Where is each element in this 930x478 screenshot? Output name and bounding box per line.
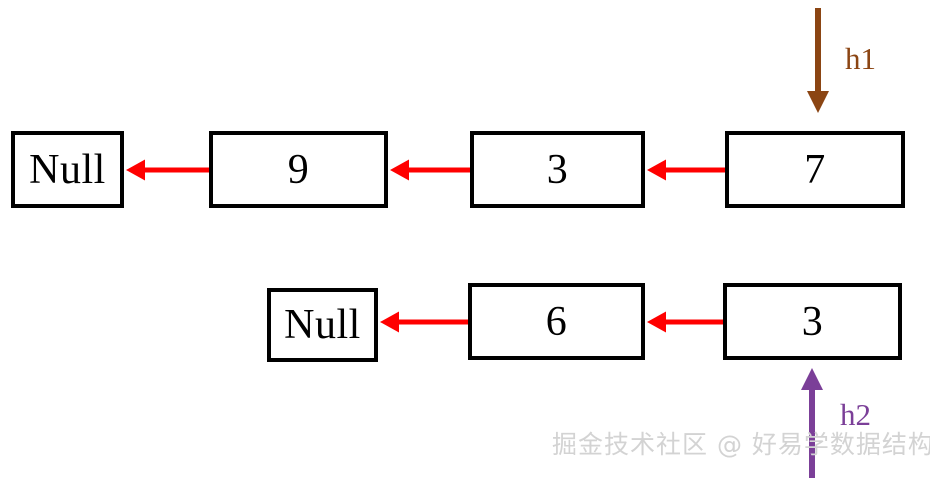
list-node-value: 3 [546, 146, 569, 193]
null-node-box: Null [11, 131, 124, 208]
null-node-label: Null [29, 146, 106, 193]
list-node-box: 7 [725, 131, 905, 208]
pointer-label-h1: h1 [845, 41, 876, 76]
null-node-box: Null [267, 288, 378, 362]
list-node-box: 3 [723, 283, 902, 360]
pointer-arrow-group [801, 8, 829, 478]
list-node-box: 9 [209, 131, 388, 208]
list-node-value: 7 [804, 146, 826, 193]
pointer-label-h2: h2 [840, 397, 871, 432]
list-node-value: 6 [545, 298, 568, 345]
link-arrow [390, 159, 470, 181]
list-node-box: 6 [468, 283, 645, 360]
watermark-text: 掘金技术社区 @ 好易学数据结构 [552, 430, 930, 459]
link-arrow [647, 159, 725, 181]
pointer-arrow-h2 [801, 368, 823, 478]
list-node-value: 9 [287, 146, 310, 193]
pointer-arrow-h1 [807, 8, 829, 113]
link-arrow [380, 311, 468, 333]
link-arrow [647, 311, 723, 333]
list-node-value: 3 [801, 298, 824, 345]
link-arrow [126, 159, 209, 181]
null-node-label: Null [284, 302, 361, 348]
list-node-box: 3 [470, 131, 645, 208]
